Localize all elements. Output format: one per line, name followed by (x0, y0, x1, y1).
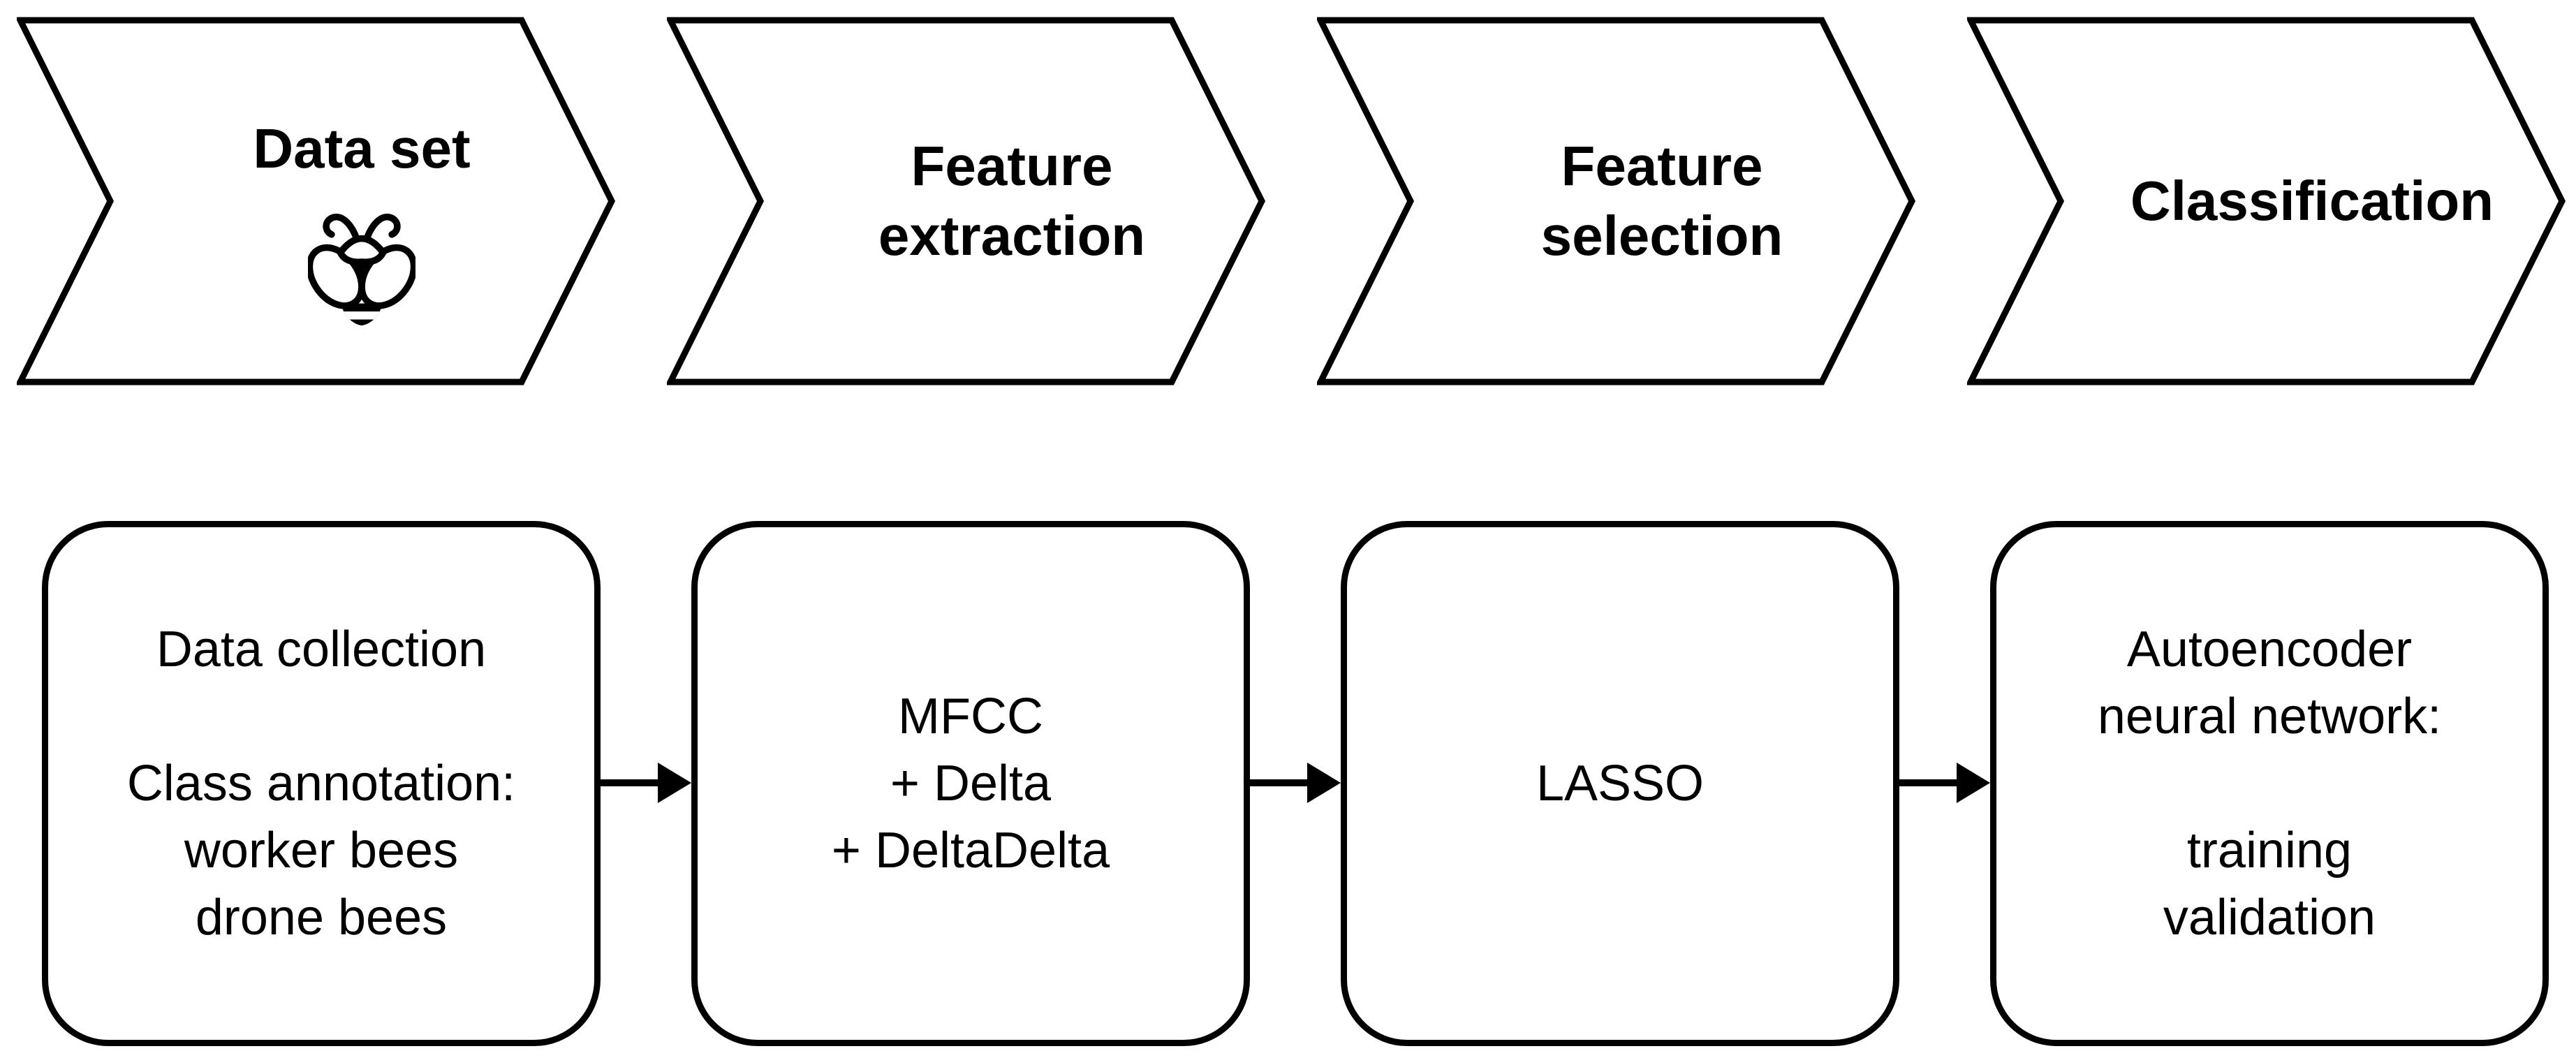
chevron-outline (17, 17, 616, 385)
stage-label-line: Feature (911, 135, 1113, 197)
arrow-head (658, 763, 691, 803)
stage-content: Feature extraction (667, 17, 1266, 385)
process-box-lasso: LASSO (1341, 521, 1899, 1046)
stage-label: Classification (2130, 170, 2494, 232)
flow-arrow-icon (598, 763, 691, 803)
box-text-line: + DeltaDelta (831, 823, 1110, 879)
flow-arrow-icon (1897, 763, 1990, 803)
box-text-line: drone bees (195, 890, 448, 946)
chevron-outline (1317, 17, 1916, 385)
bee-antenna-left (323, 213, 362, 246)
bee-icon (308, 213, 415, 326)
process-box-mfcc: MFCC + Delta + DeltaDelta (691, 521, 1250, 1046)
stage-content: Feature selection (1317, 17, 1916, 385)
chevron-shape (667, 17, 1266, 385)
arrow-head (1957, 763, 1990, 803)
stage-chevron-classification: Classification (1967, 17, 2566, 385)
stage-label: Data set (253, 117, 471, 179)
process-box-data-collection: Data collection Class annotation: worker… (42, 521, 601, 1046)
stage-chevron-data-set: Data set (17, 17, 616, 385)
chevron-outline (1967, 17, 2566, 385)
chevron-outline (667, 17, 1266, 385)
box-text-line: worker bees (184, 823, 459, 879)
box-text-line: validation (2163, 890, 2376, 946)
box-text-line: training (2186, 823, 2353, 879)
bee-antenna-right (362, 213, 401, 246)
box-text-line: Class annotation: (126, 756, 516, 811)
box-text-line: MFCC (898, 689, 1043, 744)
box-text-line: neural network: (2097, 689, 2442, 744)
stage-label-line: selection (1540, 205, 1783, 267)
stage-label-line: Feature (1561, 135, 1763, 197)
stage-chevron-feature-selection: Feature selection (1317, 17, 1916, 385)
stage-content: Classification (1967, 17, 2566, 385)
bee-head (337, 235, 387, 266)
chevron-shape (1317, 17, 1916, 385)
box-text-line: LASSO (1536, 756, 1705, 811)
chevron-shape (1967, 17, 2566, 385)
flow-arrow-icon (1247, 763, 1341, 803)
arrow-head (1307, 763, 1341, 803)
stage-label-line: extraction (878, 205, 1146, 267)
box-text-line: + Delta (890, 756, 1052, 811)
stage-content: Data set (17, 17, 616, 385)
box-text-line: Data collection (156, 622, 487, 677)
box-text-line: Autoencoder (2126, 622, 2413, 677)
chevron-shape (17, 17, 616, 385)
stage-chevron-feature-extraction: Feature extraction (667, 17, 1266, 385)
process-box-autoencoder: Autoencoder neural network: training val… (1990, 521, 2549, 1046)
